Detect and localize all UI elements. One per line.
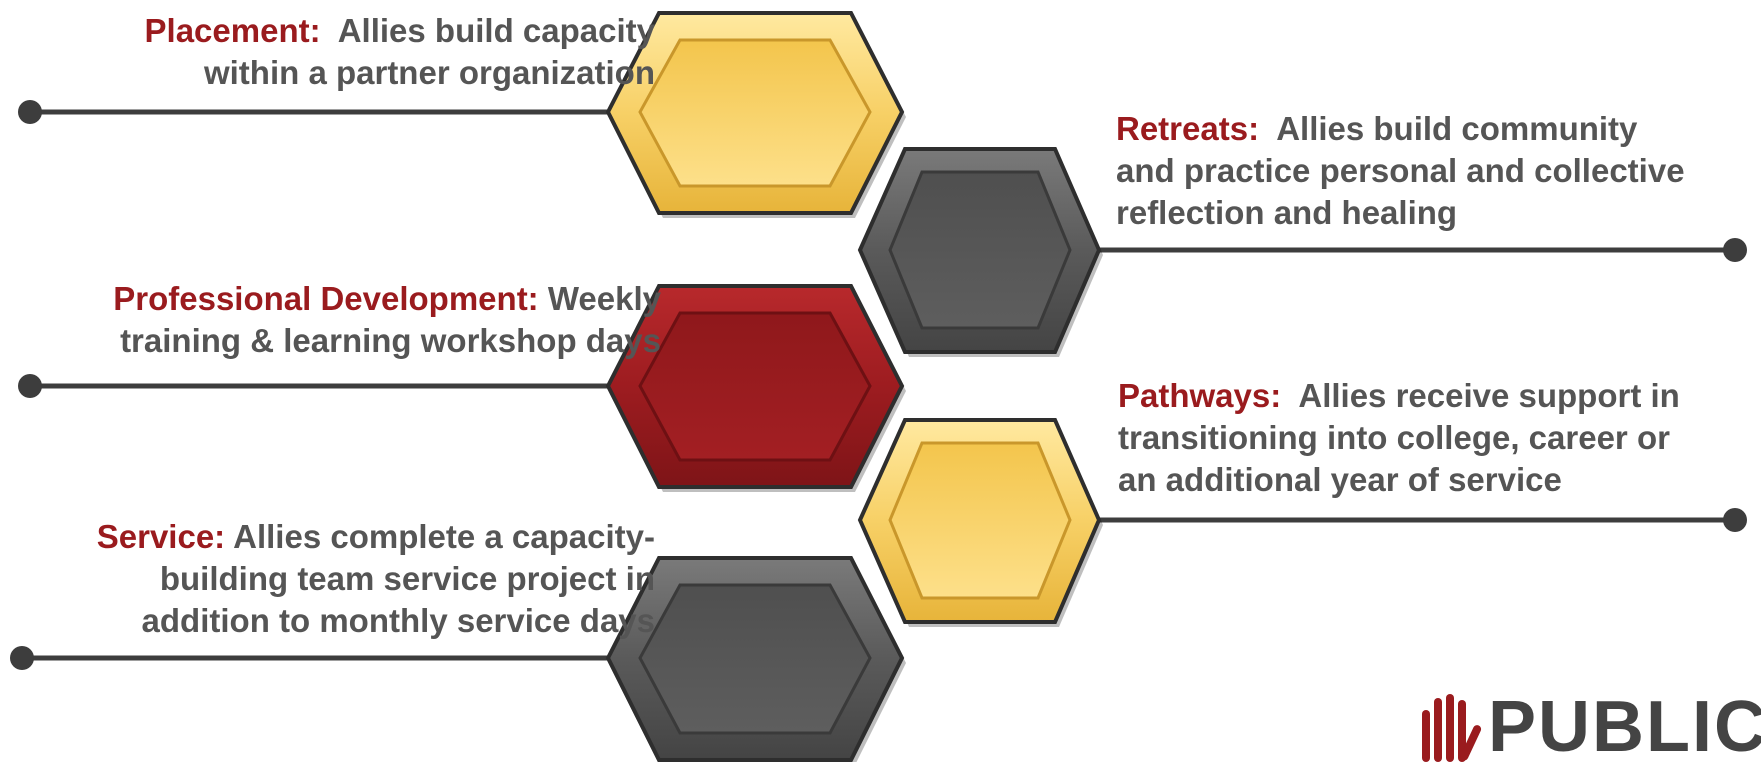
item-retreats: Retreats: Allies build community and pra…	[1116, 108, 1685, 234]
item-text: Weekly	[547, 280, 661, 317]
connector-dot-service	[10, 646, 34, 670]
item-text-line2: training & learning workshop days	[120, 322, 661, 359]
item-placement: Placement: Allies build capacity within …	[145, 10, 655, 94]
item-text-line2: transitioning into college, career or	[1118, 419, 1670, 456]
item-text-line3: an additional year of service	[1118, 461, 1562, 498]
connector-dot-professional-development	[18, 374, 42, 398]
hexagon-professional-development	[605, 284, 906, 492]
hexagon-service	[605, 556, 906, 762]
hexagon-placement	[605, 11, 906, 218]
item-label: Placement:	[144, 12, 321, 49]
item-text: Allies build community	[1276, 110, 1638, 147]
item-text-line3: addition to monthly service days	[141, 602, 655, 639]
item-pathways: Pathways: Allies receive support in tran…	[1118, 375, 1680, 501]
item-text: Allies build capacity	[337, 12, 655, 49]
item-label: Retreats:	[1116, 110, 1260, 147]
item-professional-development: Professional Development: Weekly trainin…	[113, 278, 661, 362]
item-label: Professional Development:	[113, 280, 539, 317]
connector-dot-pathways	[1723, 508, 1747, 532]
item-service: Service: Allies complete a capacity- bui…	[97, 516, 655, 642]
item-label: Service:	[96, 518, 226, 555]
item-text-line2: within a partner organization	[203, 54, 655, 91]
item-label: Pathways:	[1118, 377, 1282, 414]
item-text-line3: reflection and healing	[1116, 194, 1458, 231]
hexagon-retreats	[857, 147, 1103, 357]
hexagon-pathways	[857, 418, 1103, 627]
logo-text: PUBLIC	[1488, 687, 1761, 762]
item-text-line2: and practice personal and collective	[1116, 152, 1685, 189]
item-text: Allies receive support in	[1298, 377, 1680, 414]
connector-dot-placement	[18, 100, 42, 124]
hand-icon	[1422, 694, 1482, 762]
connector-dot-retreats	[1723, 238, 1747, 262]
item-text: Allies complete a capacity-	[233, 518, 655, 555]
item-text-line2: building team service project in	[159, 560, 655, 597]
public-allies-logo: PUBLIC	[1412, 680, 1761, 762]
